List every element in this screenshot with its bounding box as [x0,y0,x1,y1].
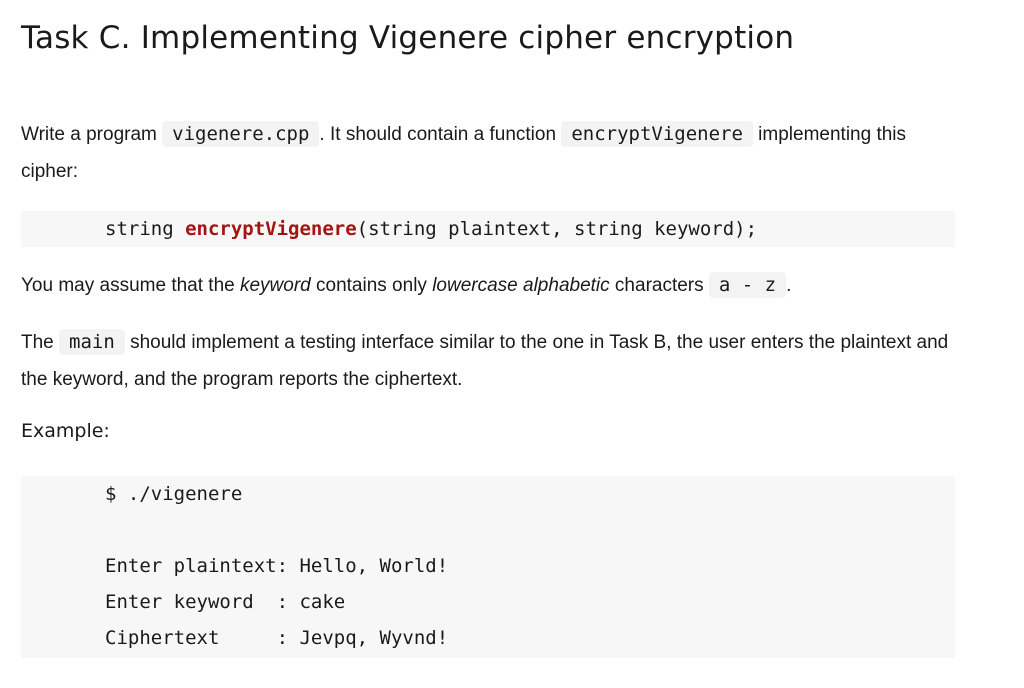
signature-params: (string plaintext, string keyword); [356,218,758,240]
assumption-emphasis-keyword: keyword [239,275,311,296]
filename-code: vigenere.cpp [162,121,320,147]
assumption-text-4: . [786,275,792,296]
main-text-2: should implement a testing interface sim… [21,332,949,390]
example-ciphertext-line: Ciphertext : Jevpq, Wyvnd! [105,627,449,649]
function-signature-block: string encryptVigenere(string plaintext,… [21,211,955,247]
example-heading: Example: [21,420,110,442]
page-title: Task C. Implementing Vigenere cipher enc… [21,20,795,56]
example-keyword-line: Enter keyword : cake [105,591,346,613]
function-name-code: encryptVigenere [561,121,753,147]
main-paragraph: The main should implement a testing inte… [21,324,961,398]
assumption-text-1: You may assume that the [21,275,240,296]
example-plaintext-line: Enter plaintext: Hello, World! [105,555,449,577]
assumption-emphasis-lowercase: lowercase alphabetic [432,275,610,296]
char-range-code: a - z [708,272,787,298]
signature-function-name: encryptVigenere [185,218,357,240]
example-terminal-block: $ ./vigenere Enter plaintext: Hello, Wor… [21,476,955,658]
assumption-text-2: contains only [310,275,433,296]
main-text-1: The [21,332,60,353]
main-code: main [59,329,125,355]
signature-return-type: string [105,218,186,240]
intro-paragraph: Write a program vigenere.cpp. It should … [21,116,961,190]
example-command-line: $ ./vigenere [105,483,243,505]
intro-text-1: Write a program [21,124,163,145]
intro-text-3: implementing this cipher: [21,124,907,182]
assumption-text-3: characters [609,275,709,296]
intro-text-2: . It should contain a function [319,124,562,145]
assumption-paragraph: You may assume that the keyword contains… [21,267,961,304]
